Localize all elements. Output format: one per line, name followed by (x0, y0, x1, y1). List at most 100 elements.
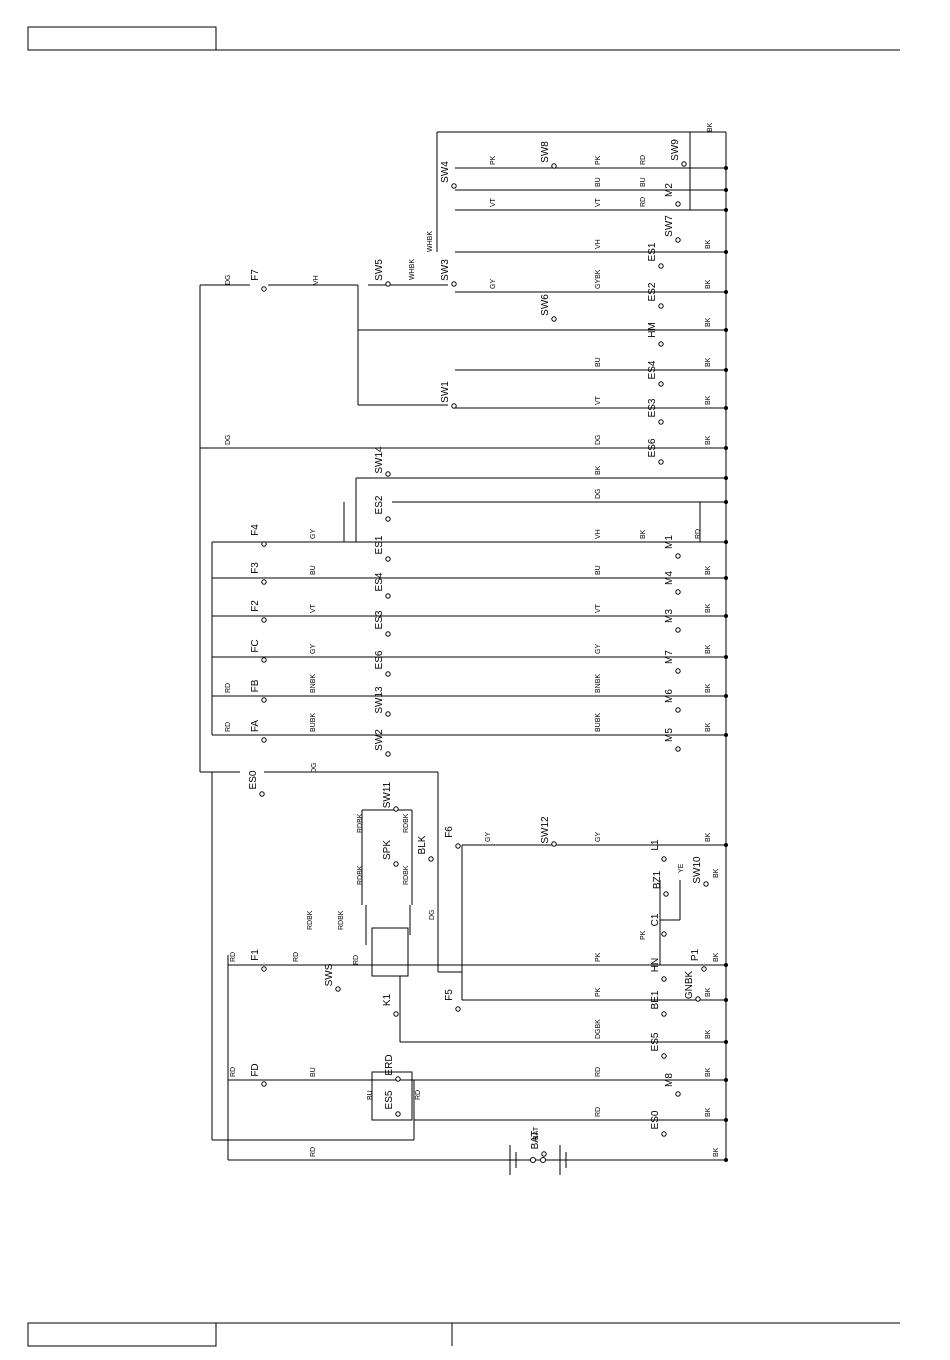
wire-color-label: BU (310, 565, 317, 575)
wire-color-label: VH (595, 239, 602, 249)
component-label: BLK (417, 835, 428, 854)
junction-dot (724, 694, 728, 698)
terminal (393, 1011, 399, 1017)
wire-color-label: DGBK (595, 1019, 602, 1039)
component-label: SPK (382, 840, 393, 860)
wire-color-label: RD (640, 155, 647, 165)
terminal (451, 281, 457, 287)
component-label: M2 (664, 183, 675, 197)
terminal (658, 419, 664, 425)
terminal (551, 316, 557, 322)
terminal (261, 617, 267, 623)
terminal (675, 589, 681, 595)
component-label: ES1 (647, 242, 658, 261)
component-label: SW1 (440, 381, 451, 403)
wire-color-label: RDBK (403, 813, 410, 833)
wire-color-label: GY (595, 832, 602, 842)
wire-color-label: BAT (533, 1126, 540, 1140)
rung-wires (200, 166, 728, 1162)
component-label: SW5 (374, 259, 385, 281)
terminal (261, 966, 267, 972)
wire-color-label: DG (311, 763, 318, 774)
wire-color-label: BU (310, 1067, 317, 1077)
wire-color-label: BK (705, 435, 712, 445)
terminal (658, 381, 664, 387)
wire-color-label: VT (595, 603, 602, 613)
wire-color-label: BK (705, 683, 712, 693)
component-labels: SW9M2SW7SW8SW4SW3SW5SW6F7ES1ES2HMES4ES3S… (248, 139, 709, 1157)
wire-color-label: GY (485, 832, 492, 842)
wire-color-label: BU (640, 177, 647, 187)
terminal (259, 791, 265, 797)
terminal (261, 1081, 267, 1087)
terminal (661, 976, 667, 982)
wire-color-label: BNBK (310, 674, 317, 693)
wire-color-label: WHBK (409, 259, 416, 280)
wire-color-label: BK (705, 317, 712, 327)
terminal (261, 737, 267, 743)
wire-color-label: RDBK (338, 910, 345, 930)
terminal (703, 881, 709, 887)
component-label: M5 (664, 728, 675, 742)
wire-color-label: BK (640, 529, 647, 539)
wire-color-label: RD (230, 952, 237, 962)
component-label: SW14 (374, 446, 385, 474)
component-label: ES5 (650, 1032, 661, 1051)
junction-dot (724, 1078, 728, 1082)
terminal (385, 711, 391, 717)
wire-color-label: PK (595, 155, 602, 165)
junction-dot (724, 166, 728, 170)
wire-color-label: RD (230, 1067, 237, 1077)
component-label: FA (250, 720, 261, 733)
terminal (675, 201, 681, 207)
terminal (261, 697, 267, 703)
wire-color-label: BUBK (310, 713, 317, 732)
wire-color-label: DG (429, 910, 436, 921)
wire-color-label: BUBK (595, 713, 602, 732)
terminal (385, 556, 391, 562)
wire-color-label: DG (225, 275, 232, 286)
component-label: ES4 (647, 360, 658, 379)
terminal (385, 593, 391, 599)
component-label: HM (647, 322, 658, 338)
junction-dot (724, 655, 728, 659)
component-label: ES1 (374, 535, 385, 554)
component-label: SW8 (540, 141, 551, 163)
wire-color-label: DG (225, 435, 232, 446)
wire-color-label: GY (490, 279, 497, 289)
terminal (661, 931, 667, 937)
wire-color-label: RD (353, 955, 360, 965)
wire-color-label: BK (705, 832, 712, 842)
junction-dot (724, 328, 728, 332)
junction-dot (724, 1118, 728, 1122)
terminal (661, 1011, 667, 1017)
terminal (385, 516, 391, 522)
wire-color-label: BK (713, 1147, 720, 1157)
terminal (393, 861, 399, 867)
terminal (261, 286, 267, 292)
page-frame (27, 26, 900, 1347)
wire-color-label: RD (595, 1107, 602, 1117)
component-label: SW9 (670, 139, 681, 161)
wire-color-label: PK (595, 952, 602, 962)
junction-dot (724, 208, 728, 212)
component-label: SW12 (540, 816, 551, 844)
wire-color-label: GY (595, 644, 602, 654)
junction-dot (724, 1040, 728, 1044)
wire-color-label: BK (705, 239, 712, 249)
junction-dot (724, 614, 728, 618)
wire-color-label: VH (313, 275, 320, 285)
wire-color-label: RDBK (357, 865, 364, 885)
component-label: F3 (250, 562, 261, 574)
component-label: ES0 (248, 770, 259, 789)
wire-color-label: PK (490, 155, 497, 165)
component-label: FD (250, 1063, 261, 1076)
component-label: FB (250, 679, 261, 692)
component-label: F1 (250, 949, 261, 961)
component-label: SW7 (664, 215, 675, 237)
wire-color-label: GYBK (595, 269, 602, 289)
component-label: ES3 (374, 610, 385, 629)
wire-color-label: RD (595, 1067, 602, 1077)
